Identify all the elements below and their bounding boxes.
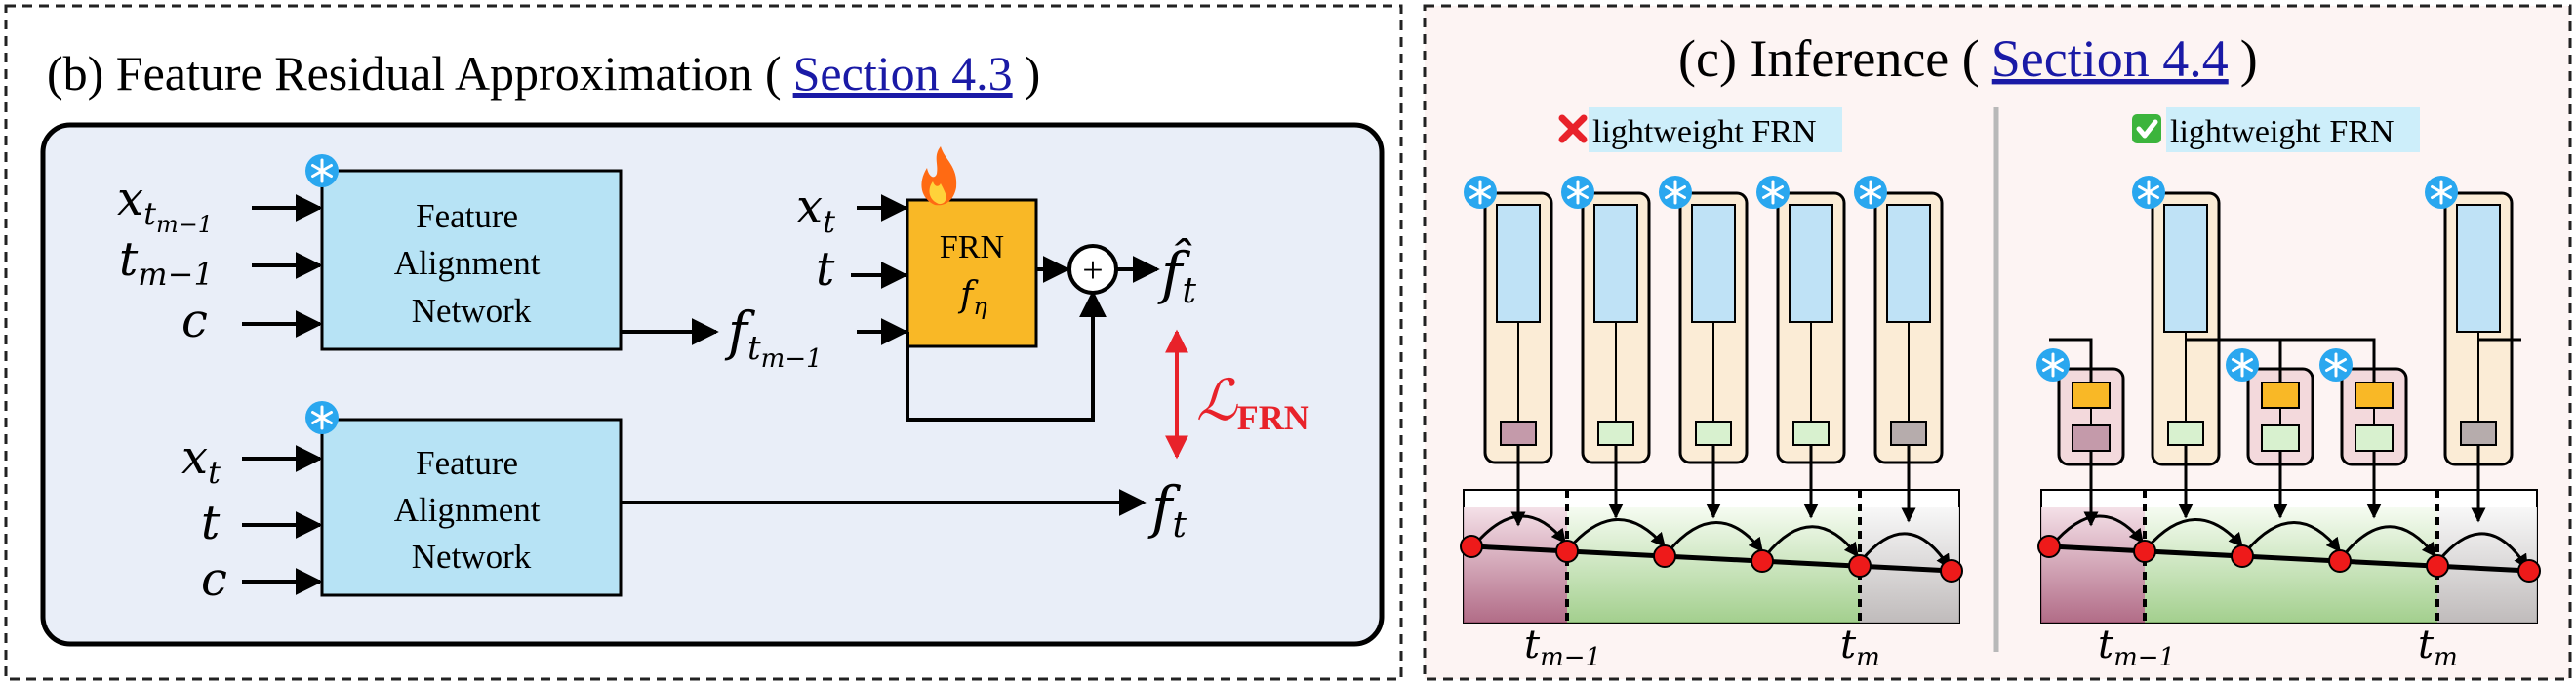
snowflake-icon <box>1852 174 1889 211</box>
check-mark-icon <box>2132 114 2161 143</box>
right-label-highlight <box>2166 107 2420 152</box>
bottom-network-label: Feature Alignment Network <box>394 444 548 576</box>
input-x-tm1: xtm−1 <box>117 172 213 238</box>
snowflake-icon <box>2034 346 2072 383</box>
snowflake-icon <box>1462 174 1499 211</box>
left-trajectory <box>1460 445 1963 624</box>
right-trajectory <box>2037 445 2541 624</box>
flame-icon <box>921 146 957 206</box>
left-tick-tm1: tm−1 <box>1524 623 1601 672</box>
snowflake-icon <box>1754 174 1791 211</box>
panel-b-inner-box <box>40 122 1385 647</box>
snowflake-icon <box>2130 174 2167 211</box>
f-t-label: ft <box>1147 474 1187 545</box>
input-c-bottom: c <box>201 552 227 607</box>
residual-skip-line <box>906 290 1107 422</box>
snowflake-icon <box>303 152 341 189</box>
left-label-highlight <box>1589 107 1842 152</box>
input-t-m1: tm−1 <box>119 232 214 293</box>
left-tick-tm: tm <box>1840 623 1880 672</box>
panel-c-title: (c) Inference (Section 4.4) <box>1678 29 2258 88</box>
snowflake-icon <box>1657 174 1694 211</box>
snowflake-icon <box>2317 346 2355 383</box>
f-prev-label: ftm−1 <box>724 301 823 374</box>
cross-mark-icon <box>1558 114 1588 143</box>
frn-input-xt: xt <box>796 180 835 240</box>
right-tick-tm: tm <box>2418 623 2458 672</box>
snowflake-icon <box>2423 174 2460 211</box>
right-tick-tm1: tm−1 <box>2098 623 2175 672</box>
frn-input-t: t <box>816 242 835 297</box>
plus-symbol: + <box>1082 250 1103 291</box>
snowflake-icon <box>2224 346 2261 383</box>
top-feature-alignment-network <box>320 169 623 351</box>
input-c-top: c <box>181 294 208 348</box>
snowflake-icon <box>1559 174 1596 211</box>
snowflake-icon <box>303 399 341 436</box>
right-network-stack <box>2049 191 2521 466</box>
bottom-feature-alignment-network <box>320 418 623 597</box>
input-t-bottom: t <box>201 496 221 550</box>
input-xt-bottom: xt <box>181 430 221 491</box>
left-network-stack <box>1483 191 1944 464</box>
top-network-label: Feature Alignment Network <box>394 197 548 330</box>
left-label: lightweight FRN <box>1592 114 1817 150</box>
loss-label: ℒFRN <box>1196 367 1309 437</box>
frn-label: FRN <box>940 229 1004 265</box>
panel-b-title: (b) Feature Residual Approximation (Sect… <box>47 46 1040 101</box>
section-4-3-link[interactable]: Section 4.3 <box>793 46 1013 101</box>
section-4-4-link[interactable]: Section 4.4 <box>1992 29 2229 88</box>
frn-block <box>906 198 1038 348</box>
right-label: lightweight FRN <box>2170 114 2395 150</box>
panel-b-frame <box>4 4 1403 681</box>
